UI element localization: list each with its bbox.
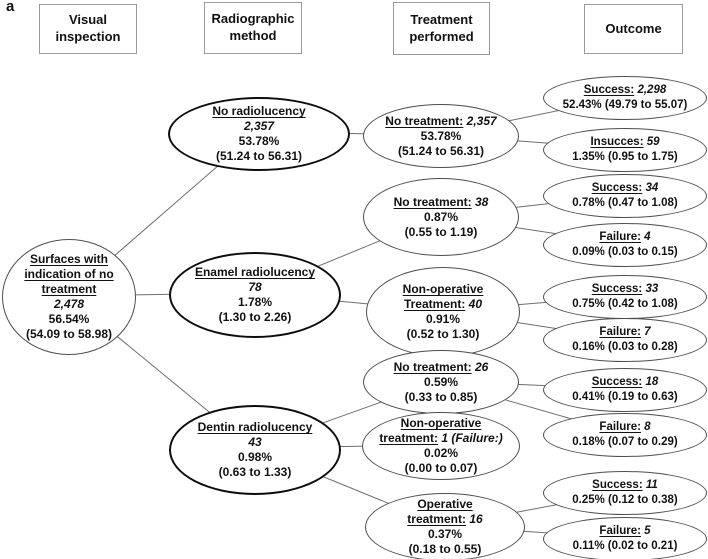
node-no-treatment-26: No treatment: 26 0.59% (0.33 to 0.85)	[363, 350, 519, 414]
node-outcome-insucces-59: Insucces: 59 1.35% (0.95 to 1.75)	[543, 128, 707, 172]
node-title: Success:	[591, 182, 643, 195]
node-ci: (51.24 to 56.31)	[215, 149, 303, 163]
node-outcome-failure-7: Failure: 7 0.16% (0.03 to 0.28)	[543, 318, 707, 362]
node-percent: 53.78%	[420, 128, 462, 143]
node-count: 7	[644, 326, 651, 339]
node-title: Insucces:	[590, 136, 644, 149]
node-percent: 0.37%	[427, 527, 463, 541]
node-ci: (0.00 to 0.07)	[404, 461, 478, 475]
node-stats: 0.09% (0.03 to 0.15)	[572, 246, 678, 258]
node-title: Non-operative Treatment:	[402, 282, 484, 311]
node-no-treatment-38: No treatment: 38 0.87% (0.55 to 1.19)	[363, 178, 519, 256]
node-title: No treatment:	[393, 194, 472, 209]
node-title: Enamel radiolucency	[194, 265, 316, 279]
node-outcome-success-11: Success: 11 0.25% (0.12 to 0.38)	[543, 471, 707, 515]
node-title: Surfaces with indication of no treatment	[24, 252, 114, 296]
node-stats: 0.25% (0.12 to 0.38)	[572, 494, 678, 506]
node-count: 26	[475, 359, 489, 374]
node-outcome-failure-4: Failure: 4 0.09% (0.03 to 0.15)	[543, 223, 707, 267]
node-count: 78	[248, 280, 262, 294]
node-title: Failure:	[599, 525, 641, 538]
node-surfaces-no-treatment: Surfaces with indication of no treatment…	[2, 239, 136, 355]
node-title: No treatment:	[385, 113, 464, 128]
header-box-radiographic-method: Radiographic method	[204, 2, 302, 54]
node-count: 38	[475, 194, 489, 209]
node-title: Non-operative treatment:	[379, 416, 482, 445]
node-title: No treatment:	[393, 359, 472, 374]
node-percent: 0.91%	[425, 312, 461, 326]
node-count: 1 (Failure:)	[441, 431, 503, 445]
node-percent: 53.78%	[238, 134, 280, 148]
node-count: 33	[645, 283, 659, 296]
node-ci: (51.24 to 56.31)	[397, 143, 485, 158]
node-count: 5	[644, 525, 651, 538]
node-outcome-failure-8: Failure: 8 0.18% (0.07 to 0.29)	[543, 413, 707, 457]
node-count: 2,478	[53, 297, 85, 311]
node-non-operative-treatment-40: Non-operative Treatment: 40 0.91% (0.52 …	[366, 267, 520, 357]
figure-panel-label: a	[6, 0, 15, 15]
node-ci: (1.30 to 2.26)	[218, 310, 292, 324]
node-title: Failure:	[599, 326, 641, 339]
node-title: Dentin radiolucency	[197, 420, 313, 434]
node-stats: 52.43% (49.79 to 55.07)	[562, 99, 688, 111]
node-enamel-radiolucency: Enamel radiolucency 78 1.78% (1.30 to 2.…	[169, 252, 341, 338]
node-count: 16	[469, 512, 483, 526]
node-count: 4	[644, 231, 651, 244]
node-title: Failure:	[599, 231, 641, 244]
node-count: 18	[645, 376, 659, 389]
node-outcome-success-33: Success: 33 0.75% (0.42 to 1.08)	[543, 275, 707, 319]
header-box-outcome: Outcome	[584, 4, 683, 54]
node-outcome-success-2298: Success: 2,298 52.43% (49.79 to 55.07)	[543, 76, 707, 120]
node-ci: (0.63 to 1.33)	[218, 465, 292, 479]
node-percent: 0.98%	[237, 450, 273, 464]
node-ci: (0.18 to 0.55)	[408, 542, 482, 556]
node-title: Failure:	[599, 421, 641, 434]
node-count: 43	[248, 435, 262, 449]
node-title: Success:	[591, 283, 643, 296]
node-outcome-failure-5: Failure: 5 0.11% (0.02 to 0.21)	[543, 517, 707, 559]
node-no-radiolucency: No radiolucency 2,357 53.78% (51.24 to 5…	[168, 97, 350, 171]
node-percent: 0.02%	[423, 446, 459, 460]
node-stats: 0.78% (0.47 to 1.08)	[572, 197, 678, 209]
node-no-treatment-2357: No treatment: 2,357 53.78% (51.24 to 56.…	[363, 104, 519, 168]
node-stats: 0.11% (0.02 to 0.21)	[572, 540, 678, 552]
node-outcome-success-34: Success: 34 0.78% (0.47 to 1.08)	[543, 174, 707, 218]
node-count: 2,357	[243, 119, 275, 133]
node-percent: 1.78%	[237, 295, 273, 309]
node-title: Success:	[592, 479, 643, 492]
node-stats: 0.75% (0.42 to 1.08)	[572, 298, 678, 310]
node-count: 2,298	[637, 84, 667, 97]
node-count: 40	[468, 297, 483, 311]
node-stats: 0.18% (0.07 to 0.29)	[572, 436, 678, 448]
node-outcome-success-18: Success: 18 0.41% (0.19 to 0.63)	[543, 368, 707, 412]
node-count: 8	[644, 421, 651, 434]
node-stats: 1.35% (0.95 to 1.75)	[572, 151, 678, 163]
node-percent: 56.54%	[48, 312, 90, 326]
node-title: No radiolucency	[212, 104, 306, 118]
node-ci: (54.09 to 58.98)	[25, 327, 113, 341]
node-stats: 0.16% (0.03 to 0.28)	[572, 341, 678, 353]
node-dentin-radiolucency: Dentin radiolucency 43 0.98% (0.63 to 1.…	[169, 405, 341, 495]
node-stats: 0.41% (0.19 to 0.63)	[572, 391, 678, 403]
header-box-visual-inspection: Visual inspection	[39, 4, 137, 54]
node-operative-treatment-16: Operative treatment: 16 0.37% (0.18 to 0…	[365, 493, 525, 559]
node-ci: (0.55 to 1.19)	[404, 224, 478, 239]
node-percent: 0.59%	[423, 374, 459, 389]
node-title: Success:	[591, 376, 643, 389]
node-title: Success:	[583, 84, 635, 97]
node-percent: 0.87%	[423, 209, 459, 224]
node-count: 11	[645, 479, 658, 492]
header-box-treatment-performed: Treatment performed	[393, 2, 490, 55]
node-ci: (0.52 to 1.30)	[406, 327, 480, 341]
node-title: Operative treatment:	[407, 497, 473, 526]
node-ci: (0.33 to 0.85)	[404, 389, 478, 404]
node-count: 59	[646, 136, 660, 149]
node-count: 34	[645, 182, 659, 195]
node-count: 2,357	[466, 113, 497, 128]
node-non-operative-treatment-1: Non-operative treatment: 1 (Failure:) 0.…	[362, 412, 520, 480]
